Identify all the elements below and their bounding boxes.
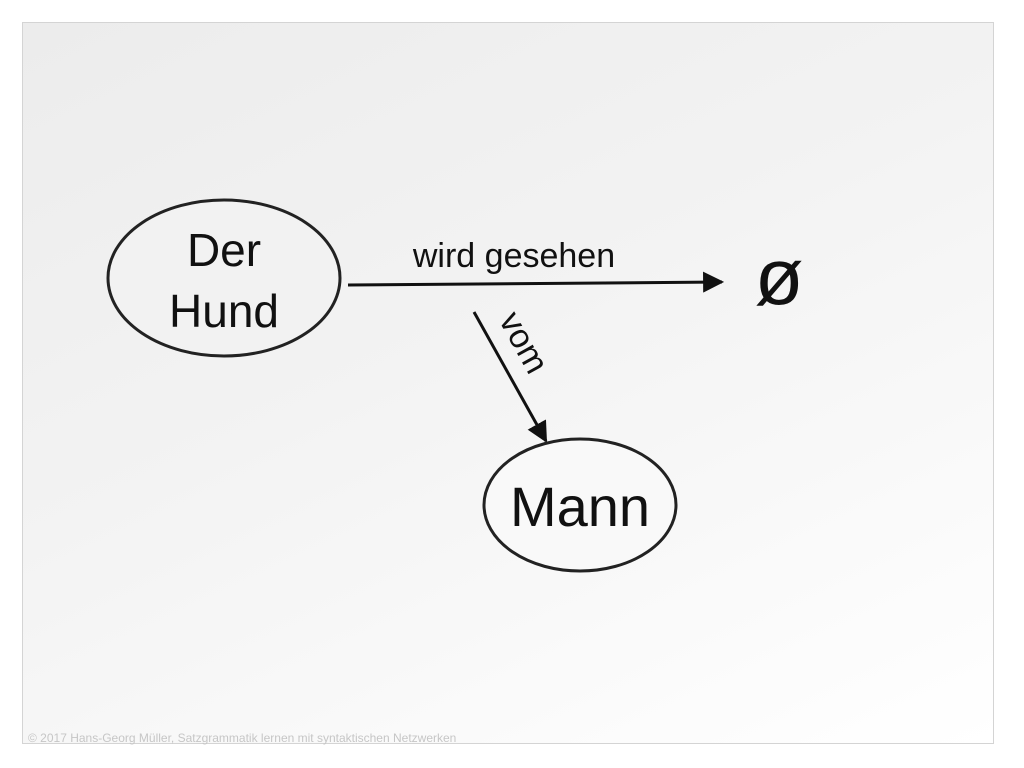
node-mann-label: Mann bbox=[510, 475, 650, 538]
edge-vom-label: vom bbox=[491, 305, 555, 380]
node-der-hund-line1: Der bbox=[187, 224, 261, 276]
node-der-hund: Der Hund bbox=[106, 198, 342, 358]
node-mann: Mann bbox=[482, 437, 678, 573]
edge-vom-arrow bbox=[472, 311, 548, 443]
node-mann-ellipse bbox=[482, 437, 678, 573]
node-empty-symbol: ø bbox=[755, 232, 804, 321]
edge-wird-gesehen-label: wird gesehen bbox=[412, 237, 615, 275]
slide-background bbox=[22, 22, 994, 744]
node-der-hund-ellipse bbox=[106, 198, 342, 358]
node-der-hund-line2: Hund bbox=[169, 285, 279, 337]
edge-wird-gesehen: wird gesehen bbox=[347, 237, 725, 293]
edge-vom: vom bbox=[472, 305, 556, 443]
edge-wird-gesehen-arrow bbox=[347, 271, 725, 293]
copyright-footer: © 2017 Hans-Georg Müller, Satzgrammatik … bbox=[28, 731, 457, 745]
